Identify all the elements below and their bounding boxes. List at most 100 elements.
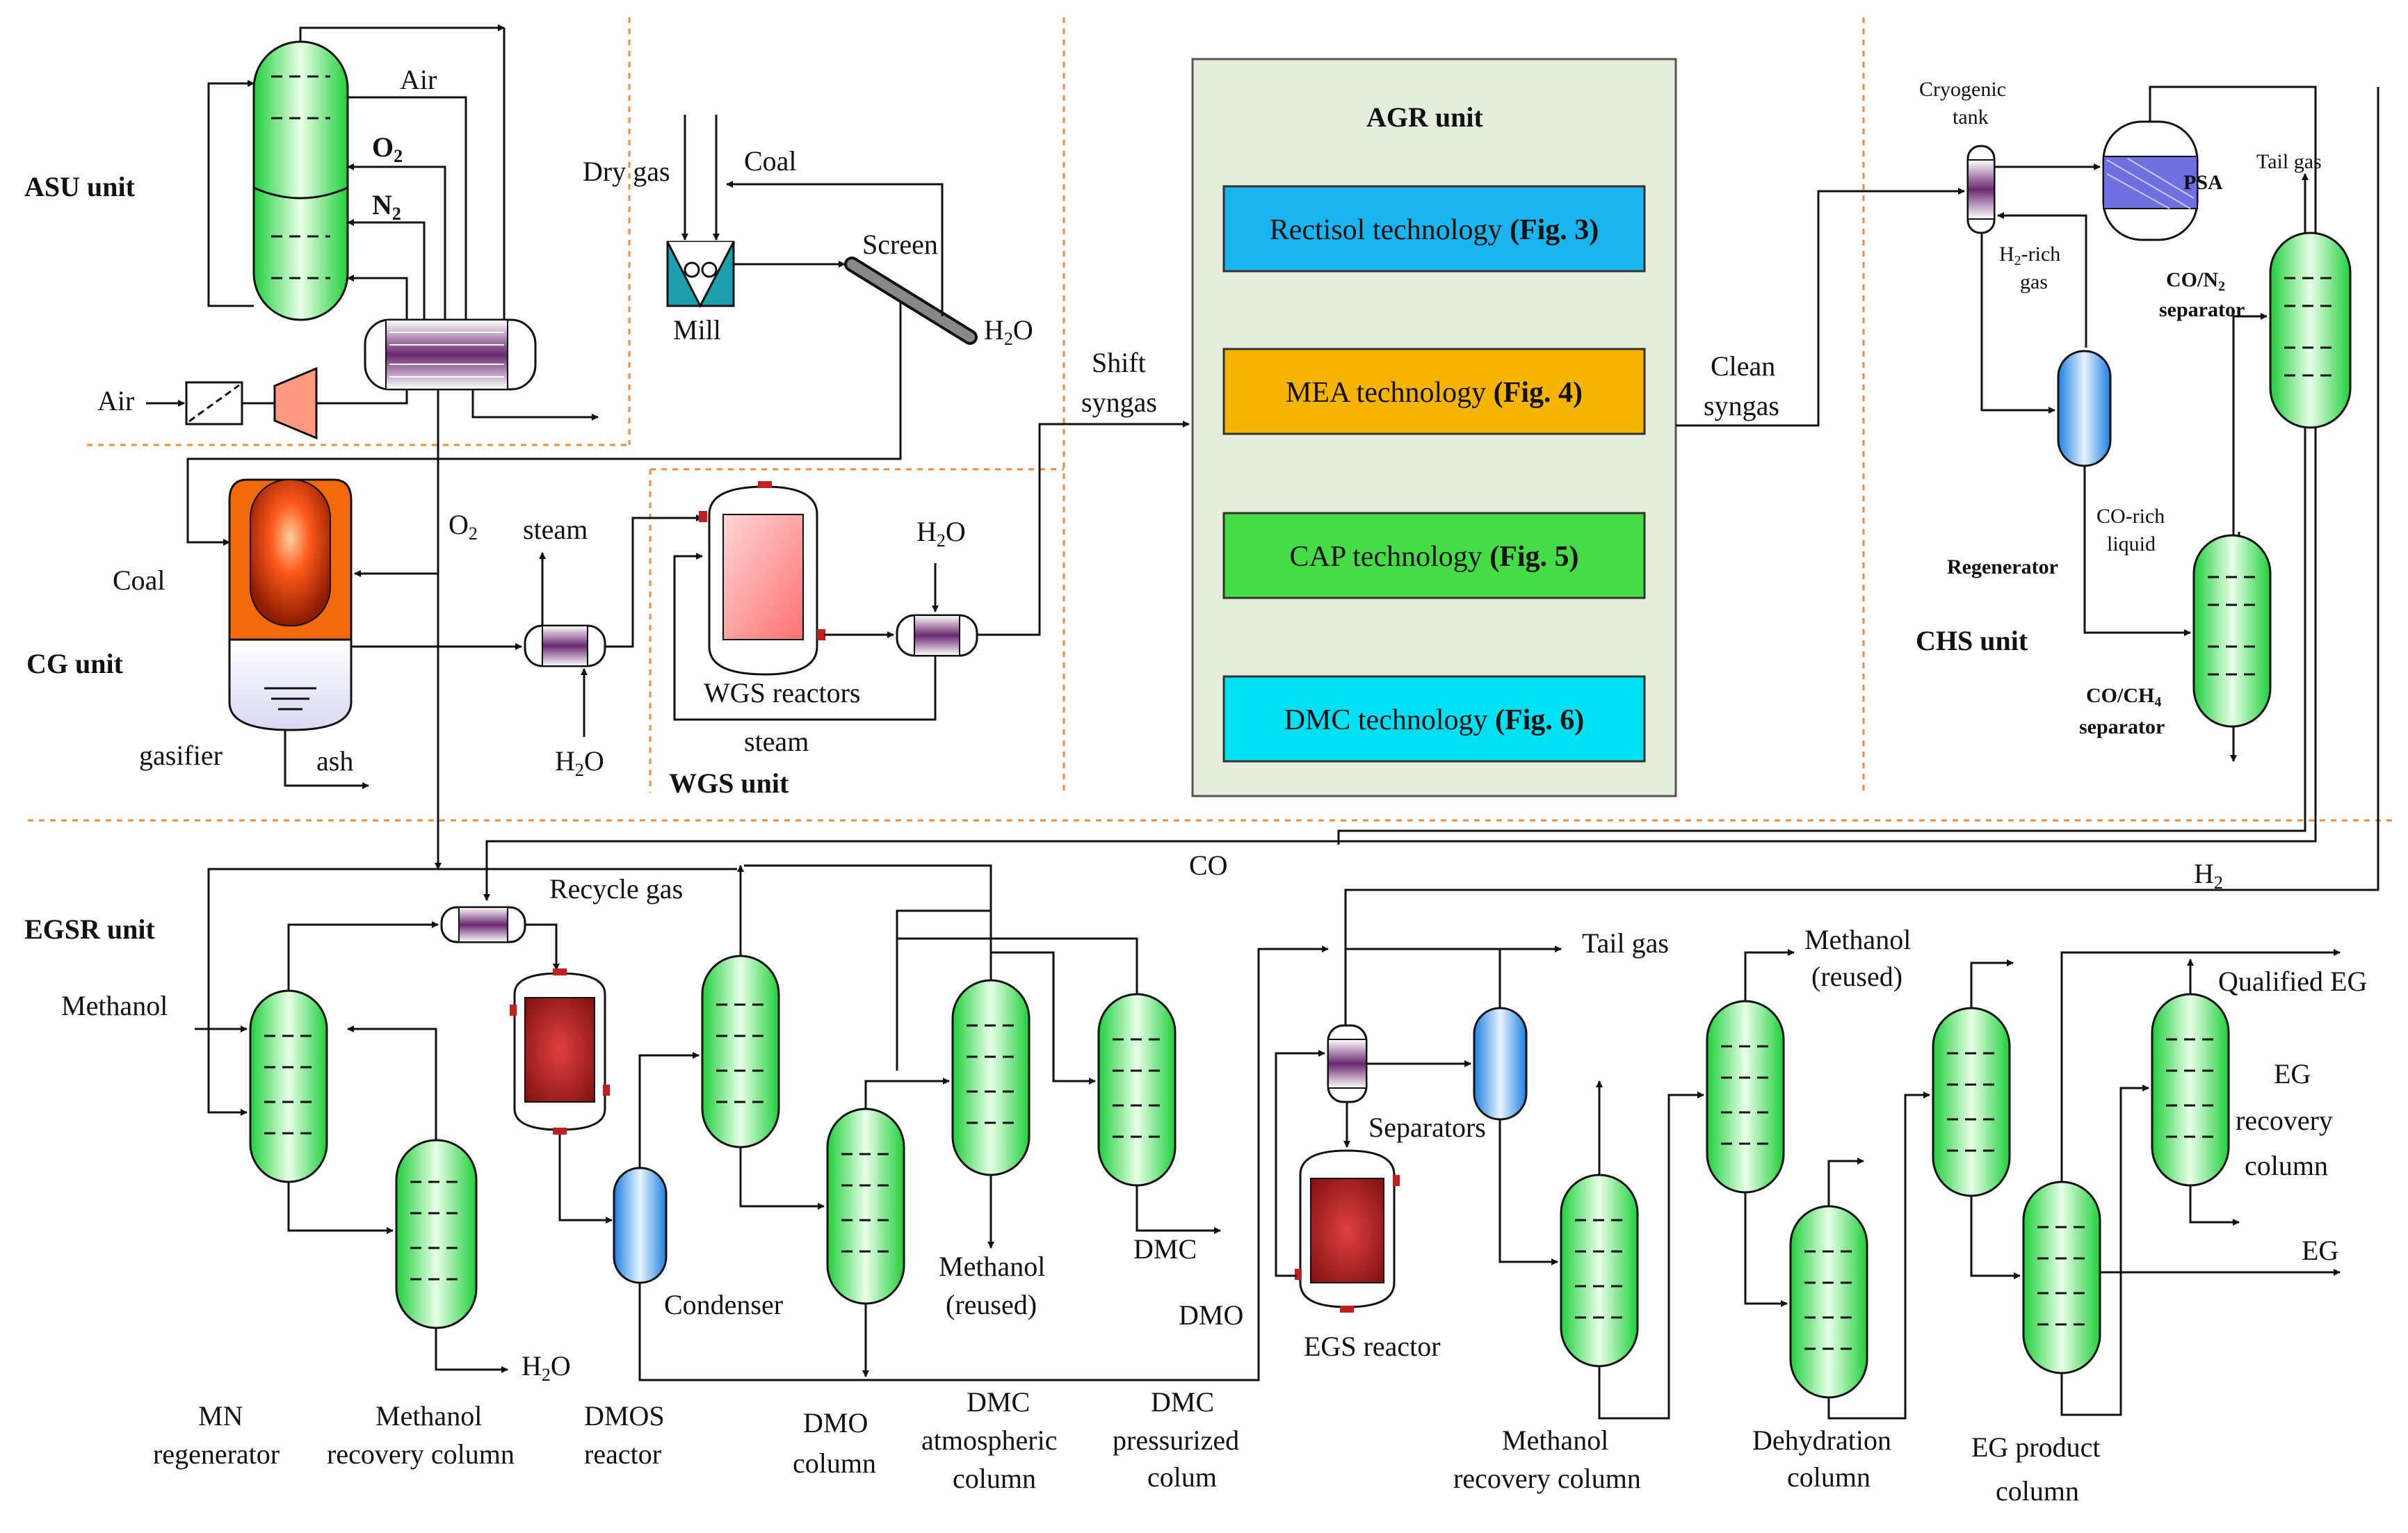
coal-top-label: Coal: [744, 145, 797, 177]
methanol-reused-label-2: (reused): [946, 1289, 1037, 1320]
separators-label: Separators: [1368, 1112, 1486, 1143]
asu-distillation-column: [252, 40, 349, 321]
mn-regenerator-label-1: MN: [198, 1400, 243, 1431]
o2-label: O2: [372, 131, 403, 166]
h2o-egsr-label: H2O: [522, 1350, 571, 1385]
h2o-wgs-label: H2O: [916, 516, 966, 551]
air-left-label: Air: [97, 385, 134, 416]
dmc-out-label: DMC: [1133, 1233, 1197, 1265]
cryogenic-tank-icon: [1966, 145, 1996, 234]
dmc-atmospheric-column: [951, 979, 1031, 1176]
coal-cg-label: Coal: [113, 565, 165, 596]
dmo-column: [826, 1108, 905, 1305]
ash-label: ash: [316, 745, 353, 777]
agr-tech-label-2: MEA technology (Fig. 4): [1286, 377, 1583, 409]
tail-gas-egsr-label: Tail gas: [1582, 927, 1669, 959]
dmo-column-label-1: DMO: [803, 1407, 868, 1438]
regenerator-label: Regenerator: [1947, 555, 2058, 578]
dmc-pressurized-label-2: pressurized: [1113, 1425, 1239, 1456]
dmo-out-label: DMO: [1179, 1299, 1243, 1331]
wgs-unit-title: WGS unit: [669, 768, 789, 799]
mill-label: Mill: [673, 314, 721, 346]
agr-tech-box-3: CAP technology (Fig. 5): [1222, 512, 1646, 599]
mn-regenerator-label-2: regenerator: [153, 1438, 280, 1470]
egs-heat-exchanger: [1327, 1024, 1368, 1103]
steam-up-label: steam: [523, 514, 588, 545]
egs-reactor-icon: [1295, 1149, 1400, 1313]
tail-gas-chs-label: Tail gas: [2256, 150, 2322, 173]
agr-tech-box-2: MEA technology (Fig. 4): [1222, 348, 1646, 435]
dmc-pressurized-label-3: colum: [1147, 1461, 1217, 1493]
wgs-reactors-label: WGS reactors: [704, 677, 860, 708]
dmc-atmospheric-label-2: atmospheric: [921, 1425, 1058, 1456]
dehydration-column: [1789, 1205, 1868, 1399]
psa-label: PSA: [2183, 171, 2223, 194]
agr-tech-box-4: DMC technology (Fig. 6): [1222, 675, 1646, 763]
agr-tech-label-1: Rectisol technology (Fig. 3): [1270, 214, 1599, 246]
mn-heat-exchanger: [440, 906, 526, 943]
condenser-label: Condenser: [664, 1289, 783, 1320]
dry-gas-label: Dry gas: [583, 156, 670, 187]
condenser-column: [701, 955, 780, 1149]
con2-label-2: separator: [2159, 298, 2245, 321]
coch4-label-2: separator: [2079, 715, 2165, 738]
methanol-reused2-label-1: Methanol: [1804, 924, 1911, 955]
clean-syngas-label-1: Clean: [1711, 350, 1775, 382]
dmo-column-label-2: column: [793, 1447, 876, 1479]
h2o-screen-label: H2O: [984, 314, 1033, 349]
air-compressor-icon: [273, 366, 318, 440]
cg-heat-exchanger: [524, 624, 606, 667]
air-top-label: Air: [400, 64, 437, 95]
psa-icon: [2102, 120, 2199, 241]
methanol-recovery2-label-1: Methanol: [1502, 1425, 1608, 1456]
gasifier-icon: [228, 478, 353, 731]
coch4-separator-column: [2192, 534, 2272, 728]
egs-reactor-label: EGS reactor: [1304, 1331, 1441, 1362]
co-label: CO: [1189, 850, 1228, 881]
eg-recovery-column: [2151, 993, 2230, 1187]
dehydration-label-2: column: [1787, 1461, 1870, 1493]
regenerator-separator: [2057, 350, 2112, 467]
shift-syngas-label-1: Shift: [1092, 347, 1146, 378]
asu-heat-exchanger: [364, 318, 537, 391]
dmc-pressurized-label-1: DMC: [1151, 1386, 1214, 1418]
agr-technology-list: Rectisol technology (Fig. 3) MEA technolo…: [1222, 185, 1646, 763]
eg-product-label-1: EG product: [1971, 1431, 2101, 1463]
agr-tech-label-3: CAP technology (Fig. 5): [1289, 541, 1578, 573]
methanol-recovery2-label-2: recovery column: [1453, 1463, 1641, 1494]
wgs-heat-exchanger: [896, 614, 978, 657]
dmos-reactor-label-2: reactor: [584, 1438, 661, 1470]
agr-tech-label-4: DMC technology (Fig. 6): [1284, 704, 1585, 736]
chs-unit-title: CHS unit: [1916, 625, 2028, 656]
n2-label: N2: [372, 189, 401, 224]
corich-label-2: liquid: [2107, 533, 2156, 555]
wgs-reactor-icon: [699, 481, 825, 676]
unit-dividers: [28, 17, 2392, 822]
corich-label-1: CO-rich: [2096, 505, 2165, 528]
h2o-cg-label: H2O: [555, 745, 604, 780]
mn-regenerator-column: [249, 989, 328, 1183]
h2rich-label-2: gas: [2020, 270, 2048, 293]
eg-out-label: EG: [2302, 1235, 2338, 1266]
asu-unit-title: ASU unit: [24, 171, 136, 202]
cg-unit-title: CG unit: [26, 648, 124, 679]
methanol-recovery-label-1: Methanol: [375, 1400, 482, 1431]
steam-wgs-label: steam: [744, 726, 809, 757]
methanol-recovery-column-2: [1560, 1174, 1639, 1368]
cryogenic-label-2: tank: [1953, 106, 1989, 129]
eg-recovery-label-2: recovery: [2236, 1105, 2333, 1136]
shift-syngas-label-2: syngas: [1081, 387, 1157, 418]
mill-icon: [666, 241, 735, 309]
clean-syngas-label-2: syngas: [1704, 390, 1779, 421]
methanol-recovery-label-2: recovery column: [327, 1438, 515, 1470]
dmos-separator: [613, 1167, 668, 1284]
dmc-pressurized-column: [1097, 993, 1177, 1187]
con2-separator-column: [2269, 232, 2352, 429]
o2-cg-label: O2: [449, 509, 478, 544]
methanol-reused-label-1: Methanol: [939, 1251, 1045, 1282]
dehydration-label-1: Dehydration: [1752, 1425, 1891, 1456]
agr-unit-title: AGR unit: [1366, 102, 1483, 133]
methanol-recovery-column: [395, 1139, 478, 1329]
egsr-unit-title: EGSR unit: [24, 914, 156, 945]
